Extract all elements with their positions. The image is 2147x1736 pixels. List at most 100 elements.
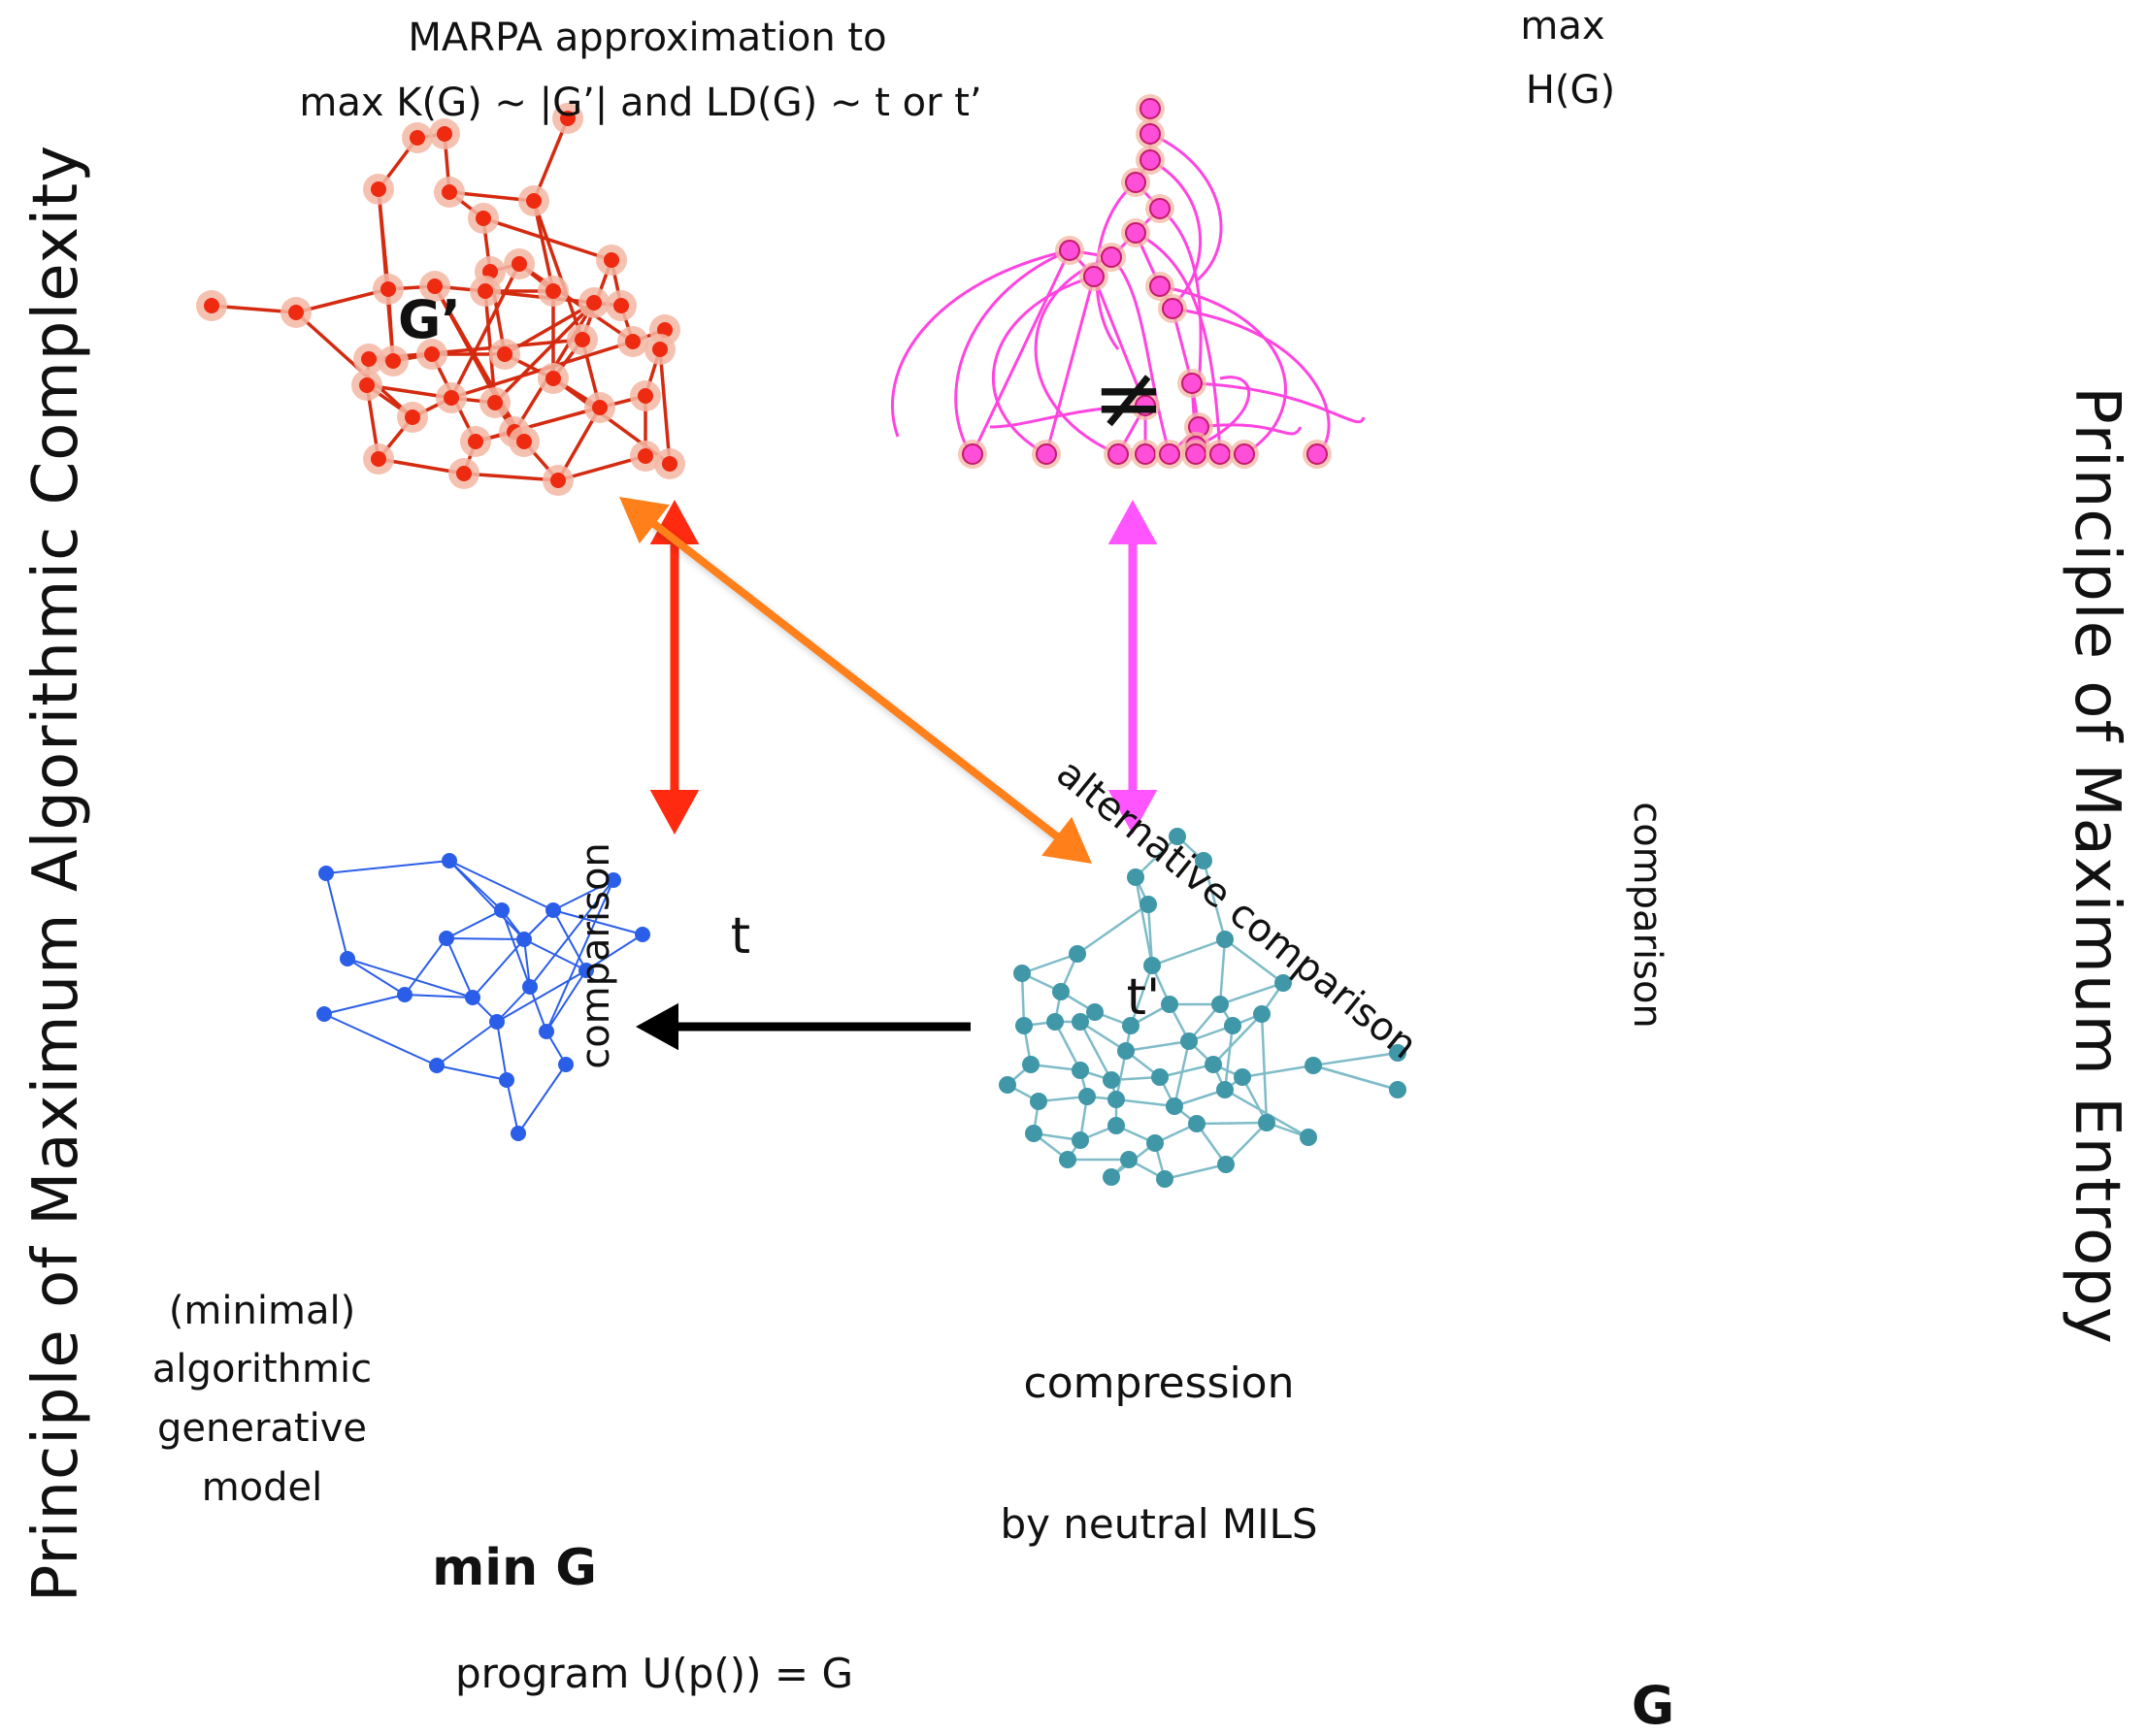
magenta-graph-node xyxy=(1306,443,1328,465)
magenta-graph-node xyxy=(1135,395,1156,416)
magenta-graph-edge xyxy=(1159,284,1287,456)
blue-graph-edge xyxy=(404,937,447,996)
magenta-graph-edge xyxy=(1191,381,1366,424)
right-side-title: Principle of Maximum Entropy xyxy=(2061,386,2132,1345)
red-graph-node xyxy=(652,342,668,357)
teal-graph-node xyxy=(1022,1056,1040,1073)
teal-graph-node xyxy=(1013,965,1031,982)
teal-graph-node xyxy=(1030,1093,1047,1110)
blue-graph-edge xyxy=(448,860,525,940)
blue-graph-node xyxy=(578,963,594,978)
red-graph-node xyxy=(586,295,602,311)
blue-graph-edge xyxy=(529,879,614,988)
magenta-graph-edge xyxy=(991,275,1095,456)
red-graph-node xyxy=(385,353,401,369)
magenta-graph-edge xyxy=(1159,207,1203,389)
teal-graph-edge xyxy=(1219,981,1284,1006)
teal-graph-node xyxy=(1146,1134,1164,1152)
magenta-graph-edge xyxy=(1149,132,1223,283)
blue-graph-node xyxy=(545,902,561,918)
left-comparison-label: comparison xyxy=(574,842,618,1069)
red-graph-edge xyxy=(449,263,521,399)
blue-graph-edge xyxy=(446,937,474,999)
magenta-graph-node xyxy=(1059,240,1080,261)
red-graph-edge xyxy=(295,287,389,314)
red-graph-node xyxy=(442,184,457,200)
blue-graph-edge xyxy=(517,1064,567,1134)
blue-graph-edge xyxy=(436,1021,498,1066)
teal-graph-node xyxy=(1205,1056,1222,1073)
teal-graph-edge xyxy=(1164,1163,1227,1181)
model-line-4: model xyxy=(201,1465,323,1510)
red-graph-node xyxy=(638,388,653,404)
left-side-title: Principle of Maximum Algorithmic Complex… xyxy=(20,144,92,1603)
teal-graph-node xyxy=(1216,1081,1234,1098)
teal-graph-node xyxy=(999,1076,1016,1094)
magenta-graph-node xyxy=(1140,98,1161,119)
program-label: program U(p()) = G xyxy=(454,1650,854,1697)
blue-graph-node xyxy=(635,927,650,942)
red-graph-node xyxy=(204,298,219,313)
blue-graph-node xyxy=(318,866,334,881)
teal-graph-edge xyxy=(1223,1025,1235,1091)
blue-graph-node xyxy=(606,872,621,888)
red-graph-node xyxy=(371,451,386,467)
blue-graph-edge xyxy=(446,937,525,940)
red-graph-node xyxy=(468,434,483,449)
alternative-comparison-arrow-shaft xyxy=(644,515,1067,845)
magenta-graph-edge xyxy=(1198,423,1303,436)
teal-graph-edge xyxy=(1078,1021,1113,1081)
teal-graph-edge xyxy=(1202,860,1227,940)
teal-graph-node xyxy=(1180,1032,1198,1050)
magenta-graph-edge xyxy=(891,248,1071,438)
magenta-graph-edge xyxy=(1149,158,1203,311)
red-graph-node xyxy=(437,126,452,142)
teal-graph-edge xyxy=(1196,1121,1268,1126)
teal-graph-edge xyxy=(1241,1064,1314,1079)
red-graph-node xyxy=(545,371,561,386)
red-graph-node xyxy=(638,448,653,464)
max-caption-line2: H(G) xyxy=(1525,68,1616,113)
teal-graph-node xyxy=(1015,1017,1033,1034)
blue-graph-edge xyxy=(323,994,406,1015)
teal-graph-node xyxy=(1122,1017,1140,1034)
teal-graph-node xyxy=(1117,1042,1135,1060)
teal-graph-node xyxy=(1151,1068,1169,1086)
red-graph-node xyxy=(380,281,396,297)
teal-graph-node xyxy=(1072,1131,1089,1149)
red-graph-node xyxy=(657,322,673,338)
blue-graph-node xyxy=(494,902,510,918)
red-graph-edge xyxy=(294,311,414,419)
blue-graph-edge xyxy=(347,958,474,999)
blue-graph-edge xyxy=(523,938,587,971)
blue-graph-edge xyxy=(496,1021,508,1081)
compression-label: compression xyxy=(1023,1359,1295,1408)
teal-graph-node xyxy=(1107,1117,1125,1134)
magenta-graph-node xyxy=(1162,298,1183,319)
magenta-graph-node xyxy=(1185,443,1206,465)
teal-graph-node xyxy=(1059,1151,1076,1168)
blue-graph-edge xyxy=(496,986,531,1023)
magenta-graph-node xyxy=(1125,222,1146,244)
teal-graph-node xyxy=(1072,1062,1089,1079)
teal-graph-edge xyxy=(1129,965,1154,1027)
model-line-3: generative xyxy=(157,1406,367,1451)
teal-graph-node xyxy=(1166,1097,1183,1115)
model-line-2: algorithmic xyxy=(151,1347,373,1392)
teal-graph-edge xyxy=(1212,1013,1263,1065)
teal-graph-edge xyxy=(1224,938,1284,984)
min-g-label: min G xyxy=(432,1539,597,1597)
red-graph-node xyxy=(405,409,420,425)
blue-graph-edge xyxy=(501,909,531,988)
magenta-graph-edge xyxy=(1109,255,1172,455)
magenta-graph-edge xyxy=(1195,376,1251,448)
teal-graph-edge xyxy=(1135,835,1178,878)
blue-graph-node xyxy=(316,1006,332,1022)
blue-graph-edge xyxy=(404,994,474,999)
red-graph-node xyxy=(575,332,590,347)
red-graph-node xyxy=(497,346,512,362)
red-graph-edge xyxy=(475,406,601,443)
teal-graph-node xyxy=(1046,1013,1064,1031)
right-comparison-arrow-tail-head xyxy=(1107,500,1158,544)
blue-graph-node xyxy=(511,1126,526,1141)
